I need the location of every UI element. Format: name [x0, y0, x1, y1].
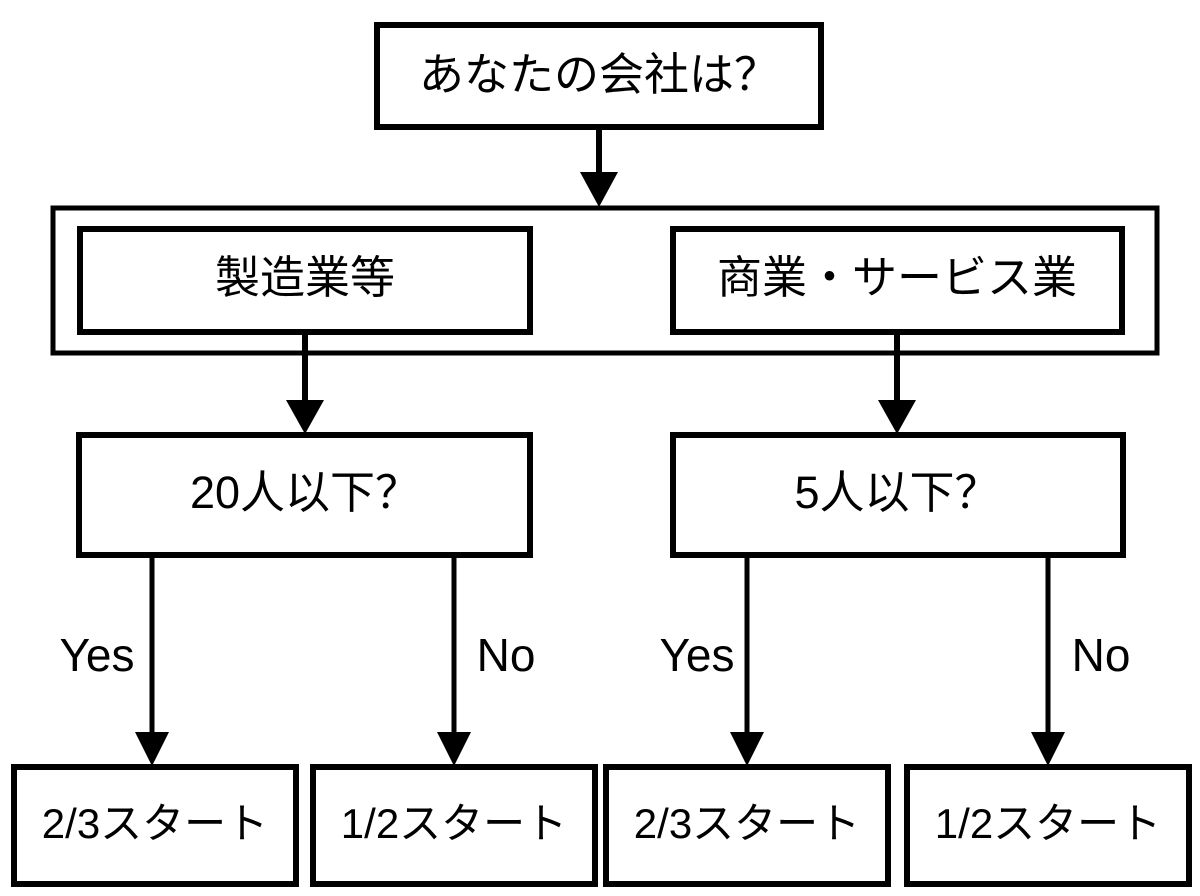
node-result-1[interactable]: 2/3スタート	[11, 764, 299, 887]
arrow-head-down-icon	[135, 732, 169, 766]
connector-decision2-no	[1031, 555, 1065, 766]
node-category-commerce-service[interactable]: 商業・サービス業	[670, 226, 1125, 335]
result-4-box[interactable]	[904, 764, 1192, 887]
decision-5-or-fewer-label: 5人以下？	[794, 467, 999, 518]
connector-decision1-yes	[135, 555, 169, 766]
result-2-label: 1/2スタート	[341, 800, 567, 847]
connector-root-to-categories	[580, 127, 618, 207]
arrow-head-down-icon	[878, 400, 916, 434]
node-category-manufacturing[interactable]: 製造業等	[77, 226, 533, 335]
edge-label-decision1-yes: Yes	[59, 629, 134, 681]
arrow-head-down-icon	[437, 732, 471, 766]
edge-label-decision2-no: No	[1072, 629, 1131, 681]
decision-20-or-fewer-box[interactable]	[76, 432, 533, 558]
node-root-question[interactable]: あなたの会社は？	[374, 22, 824, 130]
node-result-3[interactable]: 2/3スタート	[603, 764, 891, 887]
arrow-head-down-icon	[580, 172, 618, 207]
category-group-container: 製造業等 商業・サービス業	[50, 205, 1160, 356]
result-4-label: 1/2スタート	[935, 800, 1161, 847]
root-question-box[interactable]	[374, 22, 824, 130]
arrow-head-down-icon	[286, 400, 324, 434]
connector-commerce-to-decision	[878, 332, 916, 434]
decision-5-or-fewer-box[interactable]	[670, 432, 1126, 558]
edge-label-decision1-no: No	[477, 629, 536, 681]
result-3-box[interactable]	[603, 764, 891, 887]
node-decision-5-or-fewer[interactable]: 5人以下？	[670, 432, 1126, 558]
result-1-label: 2/3スタート	[42, 800, 268, 847]
arrow-head-down-icon	[1031, 732, 1065, 766]
connector-decision1-no	[437, 555, 471, 766]
node-result-4[interactable]: 1/2スタート	[904, 764, 1192, 887]
root-question-label: あなたの会社は？	[419, 49, 779, 100]
arrow-head-down-icon	[730, 732, 764, 766]
node-decision-20-or-fewer[interactable]: 20人以下？	[76, 432, 533, 558]
node-result-2[interactable]: 1/2スタート	[310, 764, 598, 887]
edge-label-decision2-yes: Yes	[659, 629, 734, 681]
category-manufacturing-label: 製造業等	[215, 252, 395, 303]
connector-manufacturing-to-decision	[286, 332, 324, 434]
decision-20-or-fewer-label: 20人以下？	[190, 467, 420, 518]
result-1-box[interactable]	[11, 764, 299, 887]
connector-decision2-yes	[730, 555, 764, 766]
result-3-label: 2/3スタート	[634, 800, 860, 847]
category-commerce-service-label: 商業・サービス業	[717, 252, 1077, 303]
result-2-box[interactable]	[310, 764, 598, 887]
